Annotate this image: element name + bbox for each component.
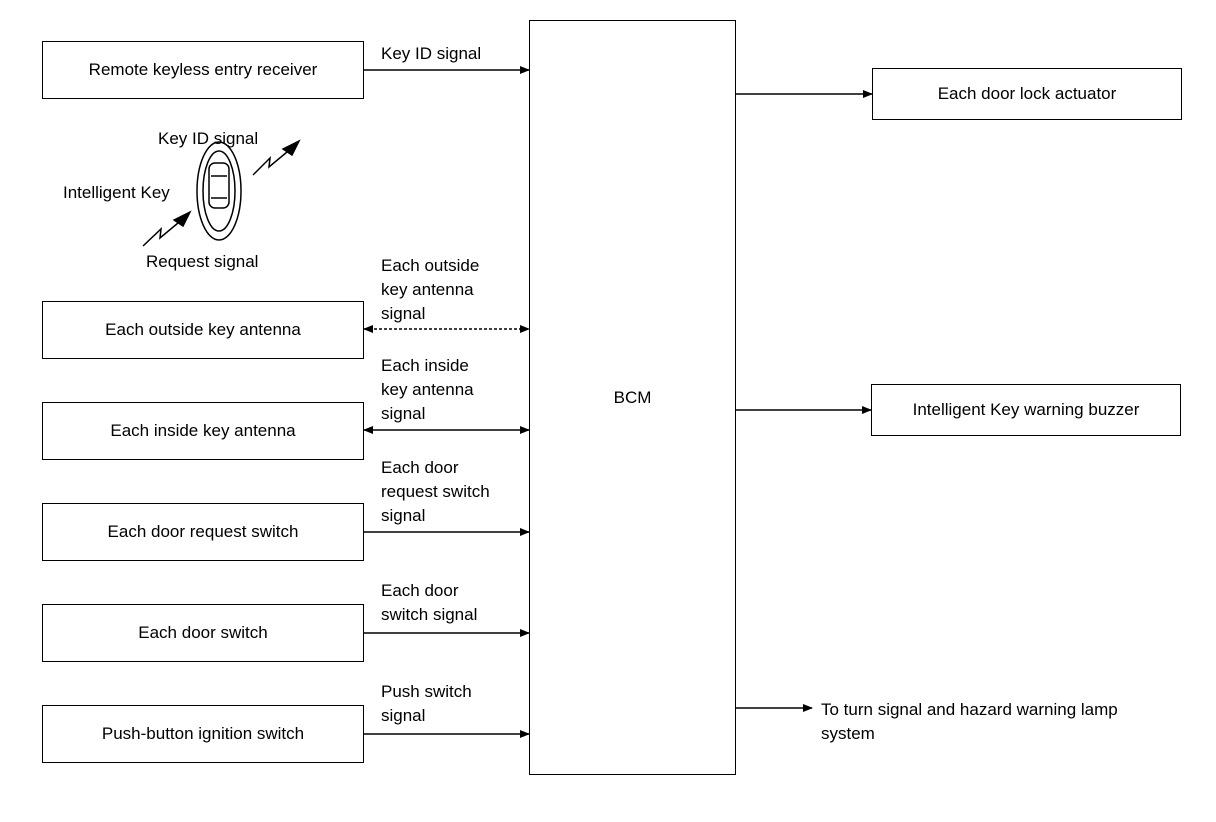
door-lock-actuator-box: Each door lock actuator — [872, 68, 1182, 120]
push-button-ignition-switch-box: Push-button ignition switch — [42, 705, 364, 763]
bcm-label: BCM — [613, 387, 652, 407]
box-label: Each door lock actuator — [937, 84, 1117, 103]
inside-key-antenna-box: Each inside key antenna — [42, 402, 364, 460]
bcm-box: BCM — [529, 20, 736, 775]
push-switch-signal-label: Push switch signal — [381, 682, 472, 725]
door-request-signal-label: Each door request switch signal — [381, 458, 490, 525]
request-signal-label: Request signal — [146, 252, 259, 271]
signal-wave-icon — [142, 210, 192, 247]
box-label: Each door request switch — [107, 522, 299, 541]
box-label: Each door switch — [138, 623, 268, 642]
door-request-switch-box: Each door request switch — [42, 503, 364, 561]
box-label: Intelligent Key warning buzzer — [912, 400, 1140, 419]
outside-key-antenna-box: Each outside key antenna — [42, 301, 364, 359]
remote-keyless-entry-receiver-box: Remote keyless entry receiver — [42, 41, 364, 99]
inside-antenna-signal-label: Each inside key antenna signal — [381, 356, 474, 423]
key-id-signal-label: Key ID signal — [381, 44, 482, 63]
signal-wave-icon — [252, 139, 301, 176]
box-label: Each outside key antenna — [105, 320, 301, 339]
turn-signal-output-label: To turn signal and hazard warning lamp s… — [821, 700, 1118, 743]
box-label: Each inside key antenna — [110, 421, 296, 440]
box-label: Push-button ignition switch — [101, 724, 305, 743]
door-switch-box: Each door switch — [42, 604, 364, 662]
fob-key-id-label: Key ID signal — [158, 129, 259, 148]
intelligent-key-icon — [196, 141, 242, 241]
warning-buzzer-box: Intelligent Key warning buzzer — [871, 384, 1181, 436]
intelligent-key-label: Intelligent Key — [63, 183, 170, 202]
box-label: Remote keyless entry receiver — [88, 60, 318, 79]
door-switch-signal-label: Each door switch signal — [381, 581, 478, 624]
outside-antenna-signal-label: Each outside key antenna signal — [381, 256, 480, 323]
